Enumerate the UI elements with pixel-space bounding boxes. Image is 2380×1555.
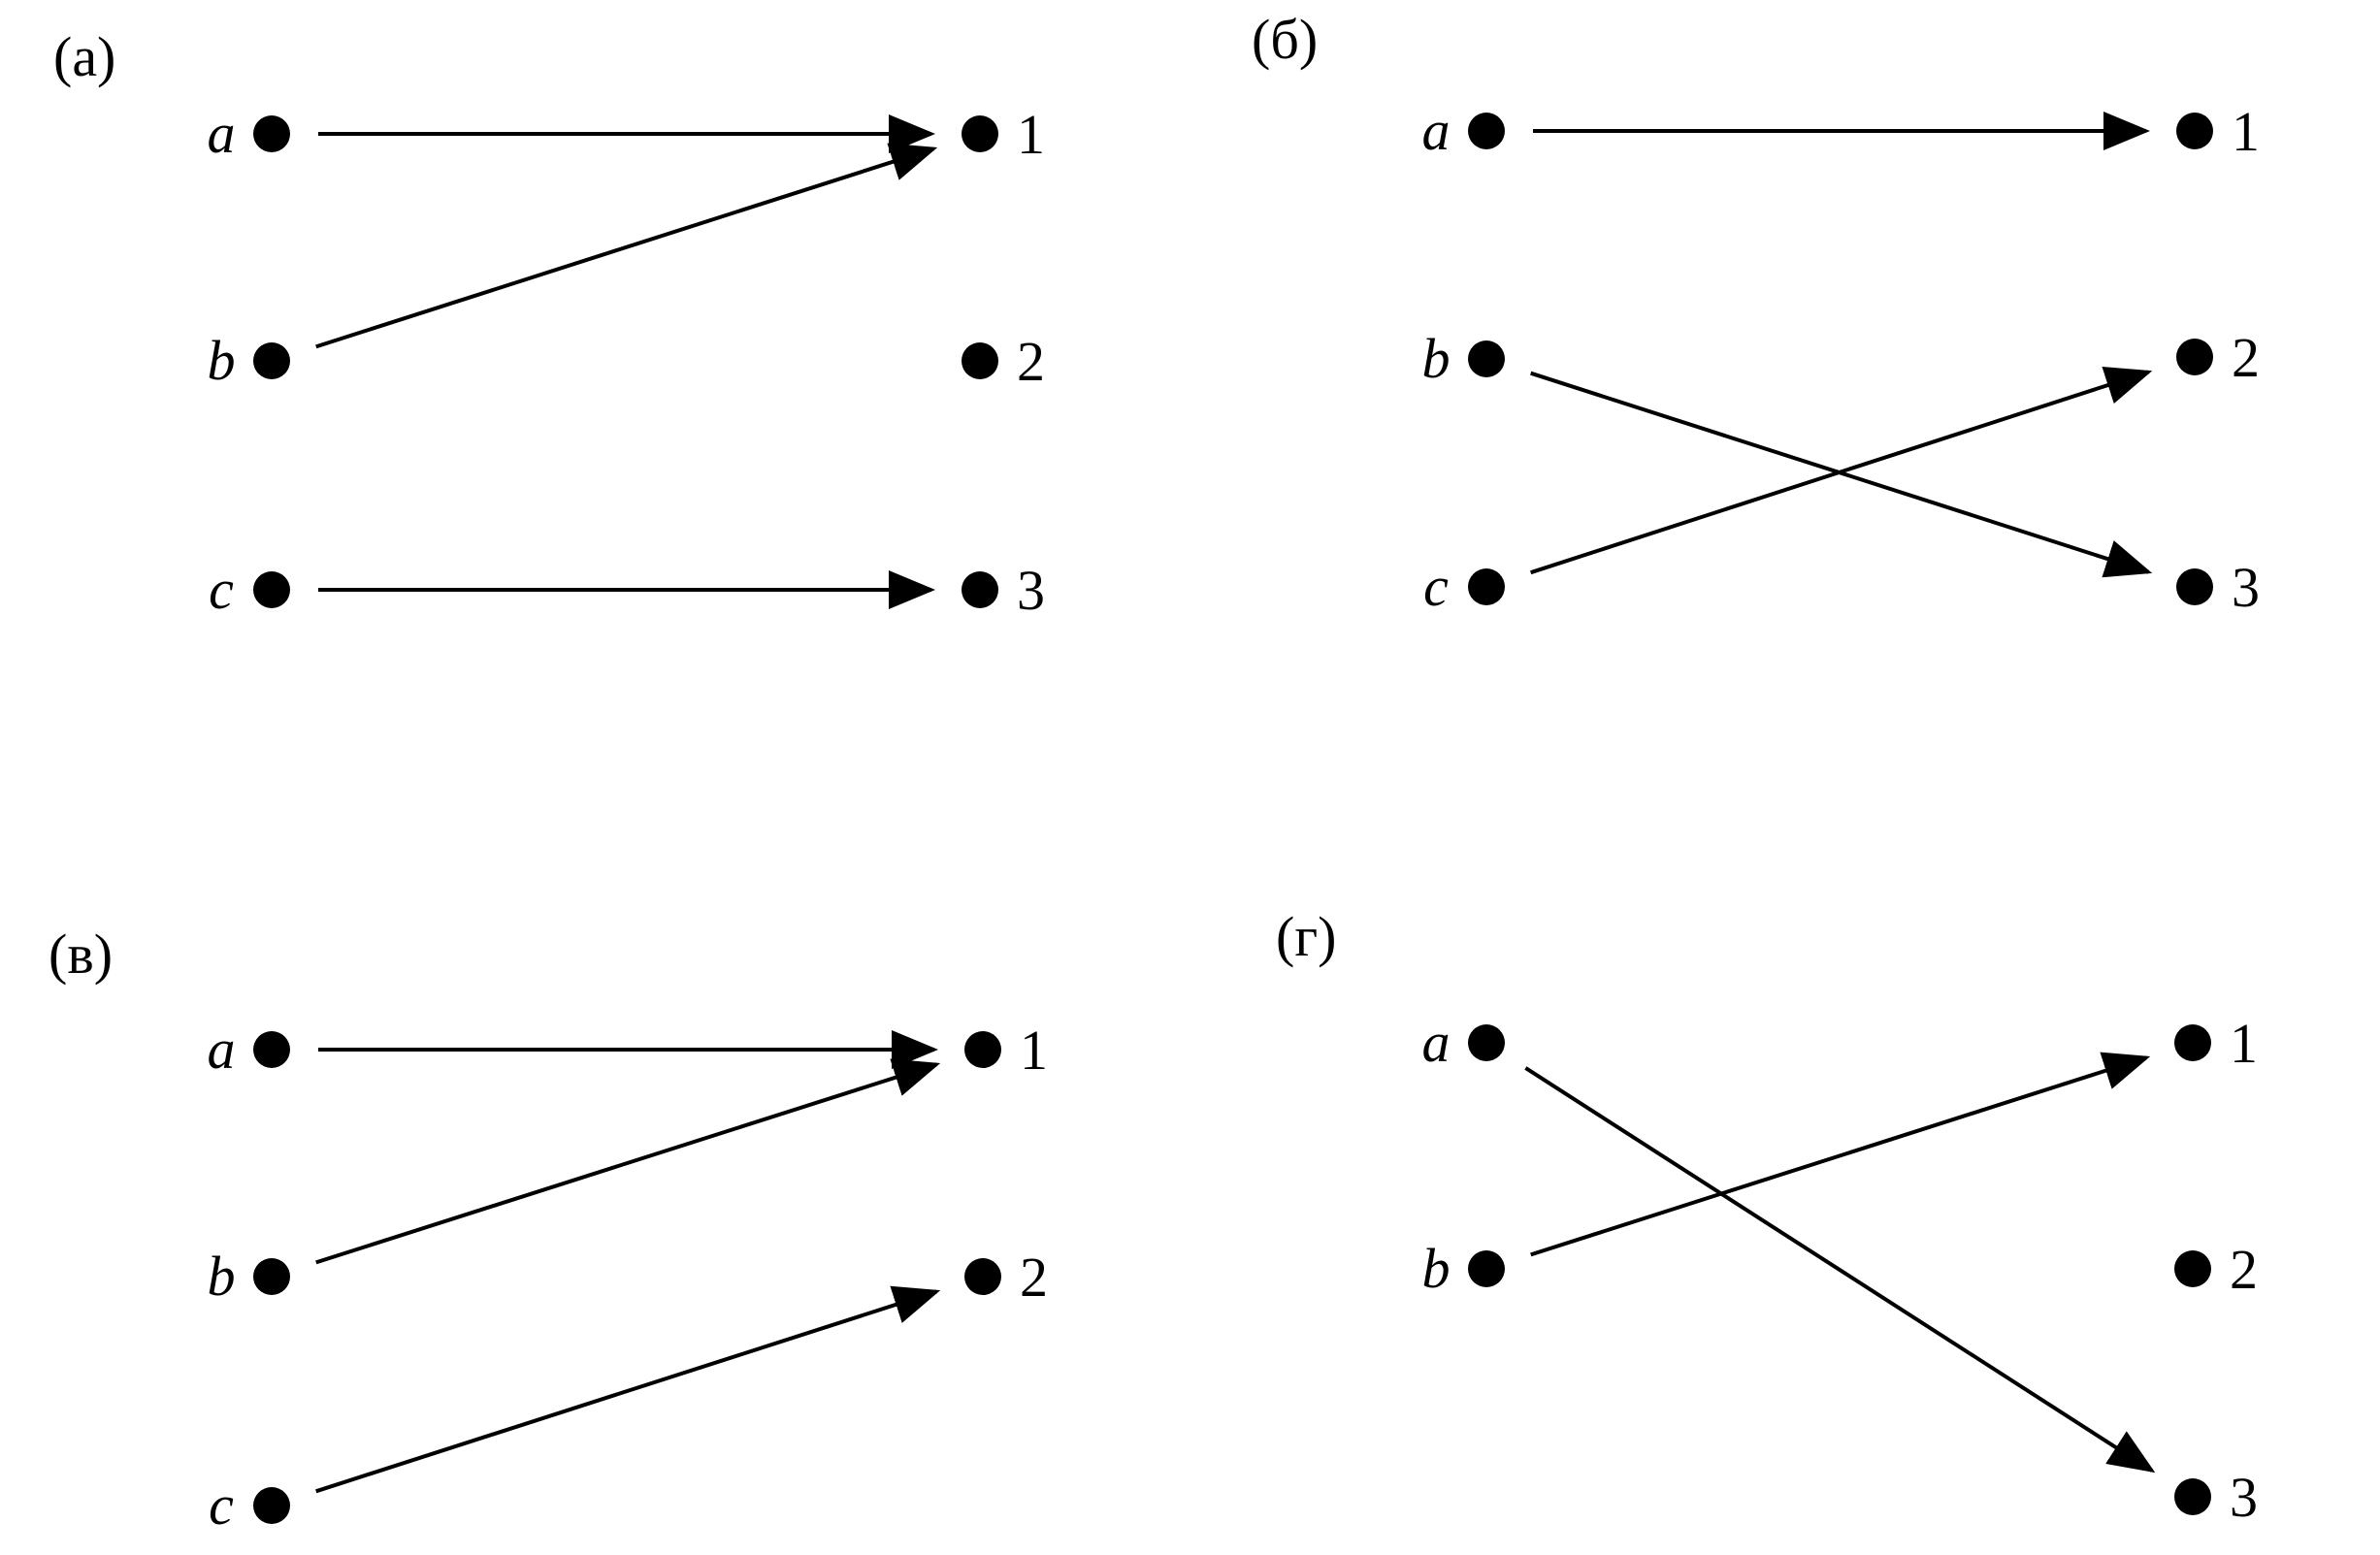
left-node-label: a bbox=[208, 102, 236, 165]
node-dot bbox=[2174, 1250, 2211, 1287]
node-dot bbox=[1468, 340, 1505, 377]
left-node-c: c bbox=[209, 1474, 290, 1537]
right-node-3: 3 bbox=[2174, 1466, 2258, 1529]
right-node-2: 2 bbox=[2176, 326, 2260, 389]
node-dot bbox=[962, 571, 998, 608]
edge-b-to-1 bbox=[1530, 1052, 2151, 1257]
left-node-b: b bbox=[1422, 1237, 1505, 1300]
node-dot bbox=[964, 1258, 1001, 1295]
right-node-label: 2 bbox=[2232, 326, 2260, 389]
left-node-label: a bbox=[1422, 99, 1451, 162]
left-node-label: c bbox=[209, 558, 234, 621]
node-dot bbox=[1468, 1250, 1505, 1287]
node-dot bbox=[253, 1031, 290, 1068]
panel-label: (в) bbox=[49, 923, 113, 986]
left-nodes: a b c bbox=[208, 1018, 290, 1537]
node-dot bbox=[253, 1487, 290, 1524]
left-node-c: c bbox=[1423, 555, 1505, 618]
right-node-label: 2 bbox=[1017, 330, 1045, 393]
right-node-label: 1 bbox=[2230, 1012, 2258, 1075]
right-node-1: 1 bbox=[964, 1019, 1048, 1082]
right-nodes: 1 2 3 bbox=[962, 103, 1045, 622]
left-node-a: a bbox=[1422, 99, 1505, 162]
node-dot bbox=[2176, 113, 2213, 149]
edge-c-to-2 bbox=[315, 1285, 941, 1494]
panel-label: (г) bbox=[1276, 905, 1336, 968]
left-node-b: b bbox=[208, 329, 290, 392]
left-node-label: b bbox=[1422, 1237, 1451, 1300]
edge-c-to-2 bbox=[1530, 367, 2153, 575]
left-node-label: c bbox=[209, 1474, 234, 1537]
panel-b: (б) a b c 1 2 3 bbox=[1252, 8, 2260, 619]
right-node-label: 2 bbox=[1020, 1246, 1048, 1309]
edge-b-to-1 bbox=[315, 143, 938, 349]
panel-d: (г) ab 123 bbox=[1276, 905, 2258, 1529]
panel-label: (а) bbox=[53, 25, 115, 88]
right-node-1: 1 bbox=[2176, 100, 2260, 163]
node-dot bbox=[962, 115, 998, 152]
left-node-a: a bbox=[1422, 1011, 1505, 1074]
edges bbox=[315, 1030, 941, 1494]
node-dot bbox=[253, 1258, 290, 1295]
node-dot bbox=[253, 115, 290, 152]
right-nodes: 1 2 3 bbox=[2174, 1012, 2258, 1529]
right-node-2: 2 bbox=[962, 330, 1045, 393]
left-node-b: b bbox=[208, 1245, 290, 1308]
edges bbox=[1524, 1052, 2156, 1474]
left-node-a: a bbox=[208, 102, 290, 165]
node-dot bbox=[1468, 1024, 1505, 1061]
node-dot bbox=[2174, 1024, 2211, 1061]
panel-label: (б) bbox=[1252, 8, 1318, 71]
right-node-label: 3 bbox=[2232, 556, 2260, 619]
node-dot bbox=[253, 571, 290, 608]
right-node-3: 3 bbox=[2176, 556, 2260, 619]
edge-b-to-1 bbox=[315, 1058, 941, 1265]
left-nodes: a b c bbox=[208, 102, 290, 621]
right-node-label: 3 bbox=[2230, 1466, 2258, 1529]
right-nodes: 12 bbox=[964, 1019, 1048, 1309]
right-node-label: 3 bbox=[1017, 559, 1045, 622]
left-node-c: c bbox=[209, 558, 290, 621]
right-node-label: 2 bbox=[2230, 1238, 2258, 1301]
left-node-label: b bbox=[208, 1245, 236, 1308]
right-node-label: 1 bbox=[1017, 103, 1045, 166]
panel-a: (а) a b c 1 2 3 bbox=[53, 25, 1045, 622]
left-node-b: b bbox=[1422, 327, 1505, 390]
right-node-2: 2 bbox=[964, 1246, 1048, 1309]
node-dot bbox=[2174, 1478, 2211, 1515]
left-node-label: b bbox=[1422, 327, 1451, 390]
right-node-2: 2 bbox=[2174, 1238, 2258, 1301]
node-dot bbox=[2176, 568, 2213, 605]
right-nodes: 1 2 3 bbox=[2176, 100, 2260, 619]
right-node-1: 1 bbox=[962, 103, 1045, 166]
right-node-3: 3 bbox=[962, 559, 1045, 622]
node-dot bbox=[1468, 568, 1505, 605]
right-node-1: 1 bbox=[2174, 1012, 2258, 1075]
right-node-label: 1 bbox=[1020, 1019, 1048, 1082]
edge-a-to-3 bbox=[1524, 1066, 2156, 1474]
panel-c: (в) abc 12 bbox=[49, 923, 1048, 1537]
edges bbox=[1530, 112, 2153, 578]
node-dot bbox=[253, 342, 290, 379]
left-nodes: ab bbox=[1422, 1011, 1505, 1300]
node-dot bbox=[962, 342, 998, 379]
right-node-label: 1 bbox=[2232, 100, 2260, 163]
node-dot bbox=[2176, 339, 2213, 375]
left-node-label: a bbox=[208, 1018, 236, 1081]
edges bbox=[315, 114, 938, 609]
node-dot bbox=[1468, 113, 1505, 149]
left-node-label: a bbox=[1422, 1011, 1451, 1074]
left-node-a: a bbox=[208, 1018, 290, 1081]
left-nodes: a b c bbox=[1422, 99, 1505, 618]
node-dot bbox=[964, 1031, 1001, 1068]
left-node-label: c bbox=[1423, 555, 1449, 618]
left-node-label: b bbox=[208, 329, 236, 392]
